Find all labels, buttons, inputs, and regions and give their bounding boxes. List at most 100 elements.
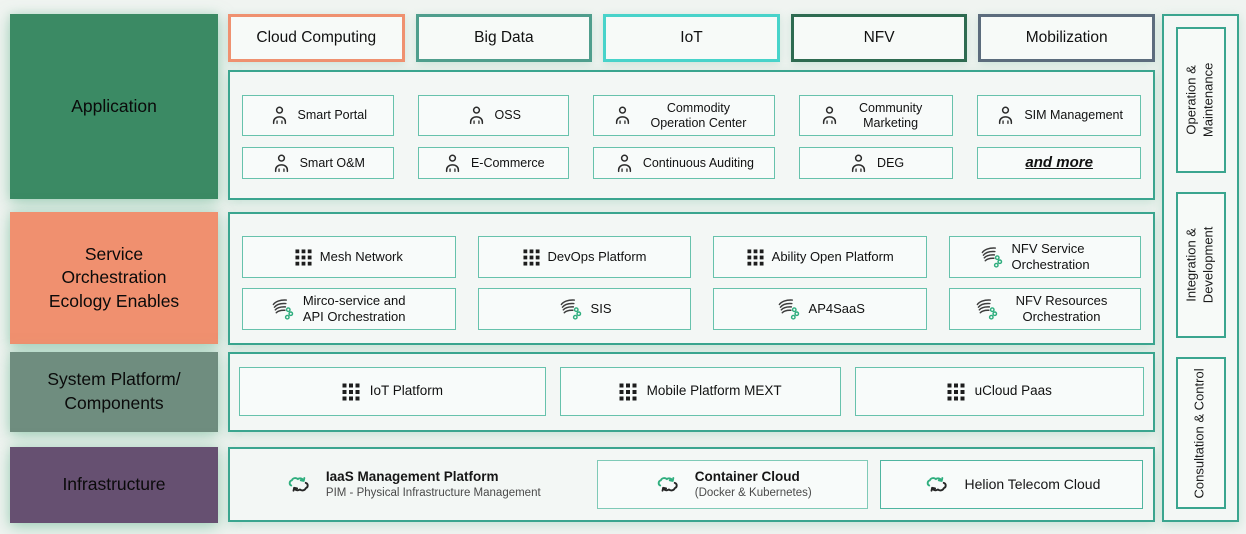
grid-icon [619, 383, 637, 401]
cloud-sync-icon [653, 473, 684, 496]
rail-item-text: Integration & Development [1184, 227, 1218, 304]
app-item-label: DEG [877, 155, 905, 170]
orchestration-icon [979, 245, 1004, 270]
sys-item-iot-platform: IoT Platform [239, 367, 546, 416]
grid-icon [747, 249, 764, 266]
person-icon [466, 105, 487, 126]
app-item-label: Smart O&M [299, 155, 365, 170]
cloud-sync-icon [284, 473, 315, 496]
svc-item-label: AP4SaaS [808, 301, 865, 317]
orchestration-icon [558, 297, 583, 322]
infra-item-title: IaaS Management Platform [325, 468, 499, 484]
rail-item-line: Development [1200, 226, 1216, 304]
service-orchestration-panel: Mesh Network DevOps Platform Ability Ope… [228, 212, 1155, 345]
grid-icon [947, 383, 965, 401]
orchestration-icon [974, 297, 999, 322]
rail-item-line: Operation & [1183, 65, 1199, 135]
app-item-label: Commodity Operation Center [650, 100, 747, 130]
svc-item-label: NFV Resources Orchestration [1015, 293, 1108, 324]
rail-item-line: Maintenance [1200, 62, 1216, 138]
infra-item-title: Container Cloud [694, 468, 800, 484]
person-icon [614, 153, 635, 174]
tab-label: Big Data [474, 29, 534, 46]
svc-item-devops-platform: DevOps Platform [477, 236, 692, 278]
infra-item-helion-telecom-cloud: Helion Telecom Cloud [879, 460, 1143, 509]
svc-item-ap4saas: AP4SaaS [713, 288, 928, 330]
layer-label-text: System Platform/ [47, 369, 181, 390]
tab-label: Cloud Computing [256, 29, 377, 46]
infra-item-container-cloud: Container Cloud (Docker & Kubernetes) [596, 460, 868, 509]
app-item-commodity-operation-center: Commodity Operation Center [593, 95, 775, 136]
app-item-ecommerce: E-Commerce [417, 147, 570, 179]
app-item-label: SIM Management [1024, 108, 1123, 122]
person-icon [442, 153, 463, 174]
svc-item-nfv-resources-orchestration: NFV Resources Orchestration [949, 288, 1141, 330]
svc-item-label: Ability Open Platform [771, 249, 894, 265]
rail-item-line: Consultation & Control [1192, 367, 1208, 499]
person-icon [848, 153, 869, 174]
infra-item-subtitle: PIM - Physical Infrastructure Management [325, 486, 541, 499]
sys-item-ucloud-paas: uCloud Paas [854, 367, 1144, 416]
sys-item-label: Mobile Platform MEXT [646, 383, 782, 399]
layer-label-text: Application [71, 95, 157, 116]
grid-icon [295, 249, 312, 266]
svc-item-nfv-service-orchestration: NFV Service Orchestration [949, 236, 1141, 278]
app-item-smart-portal: Smart Portal [242, 95, 394, 136]
orchestration-icon [776, 297, 801, 322]
app-item-smart-om: Smart O&M [242, 147, 394, 179]
svc-item-label: SIS [590, 301, 612, 317]
person-icon [612, 105, 633, 126]
svc-item-label: Mirco-service and API Orchestration [302, 293, 406, 324]
infra-item-text: Container Cloud (Docker & Kubernetes) [695, 469, 812, 500]
layer-label-text: Ecology Enables [48, 290, 180, 311]
layer-label-application: Application [10, 14, 218, 199]
app-item-continuous-auditing: Continuous Auditing [593, 147, 775, 179]
layer-label-service-orchestration: Service Orchestration Ecology Enables [10, 212, 218, 344]
infra-item-text: IaaS Management Platform PIM - Physical … [326, 469, 541, 500]
rail-item-line: Integration & [1183, 228, 1199, 302]
layer-label-text: Orchestration [61, 267, 167, 288]
sys-item-label: IoT Platform [369, 383, 444, 399]
svc-item-label: DevOps Platform [547, 249, 647, 265]
person-icon [271, 153, 292, 174]
infra-item-text: Helion Telecom Cloud [964, 476, 1100, 494]
app-item-label: and more [1025, 154, 1093, 171]
layer-label-system-platform: System Platform/ Components [10, 352, 218, 432]
application-panel: Smart Portal OSS Commodity Operation Cen… [228, 70, 1155, 200]
svc-item-microservice-api-orchestration: Mirco-service and API Orchestration [242, 288, 456, 330]
rail-item-text: Operation & Maintenance [1184, 63, 1218, 137]
person-icon [819, 105, 840, 126]
person-icon [995, 105, 1016, 126]
tab-label: Mobilization [1025, 29, 1108, 46]
app-item-label: E-Commerce [470, 155, 545, 170]
app-item-deg: DEG [798, 147, 954, 179]
layer-label-infrastructure: Infrastructure [10, 447, 218, 523]
tab-big-data: Big Data [415, 14, 593, 62]
infra-item-title: Helion Telecom Cloud [964, 475, 1101, 492]
app-item-and-more: and more [977, 147, 1141, 179]
app-item-oss: OSS [417, 95, 570, 136]
grid-icon [342, 383, 360, 401]
tab-nfv: NFV [790, 14, 968, 62]
tab-iot: IoT [603, 14, 780, 62]
svc-item-sis: SIS [477, 288, 692, 330]
orchestration-icon [270, 297, 295, 322]
rail-item-operation-maintenance: Operation & Maintenance [1175, 27, 1226, 173]
sys-item-label: uCloud Paas [974, 383, 1052, 399]
technology-tabs: Cloud Computing Big Data IoT NFV Mobiliz… [228, 14, 1155, 62]
app-item-label: Continuous Auditing [642, 155, 755, 170]
system-platform-panel: IoT Platform Mobile Platform MEXT uCloud… [228, 352, 1155, 432]
lifecycle-rail: Operation & Maintenance Integration & De… [1162, 14, 1239, 522]
layer-label-text: Components [64, 393, 164, 413]
app-item-label: OSS [494, 108, 521, 122]
app-item-sim-management: SIM Management [977, 95, 1141, 136]
svc-item-mesh-network: Mesh Network [242, 236, 456, 278]
rail-item-text: Consultation & Control [1192, 368, 1209, 498]
rail-item-integration-development: Integration & Development [1175, 192, 1226, 338]
infra-item-subtitle: (Docker & Kubernetes) [694, 486, 812, 499]
app-item-label: Smart Portal [297, 108, 367, 122]
infrastructure-panel: IaaS Management Platform PIM - Physical … [228, 447, 1155, 522]
cloud-sync-icon [922, 473, 953, 496]
tab-mobilization: Mobilization [978, 14, 1155, 62]
